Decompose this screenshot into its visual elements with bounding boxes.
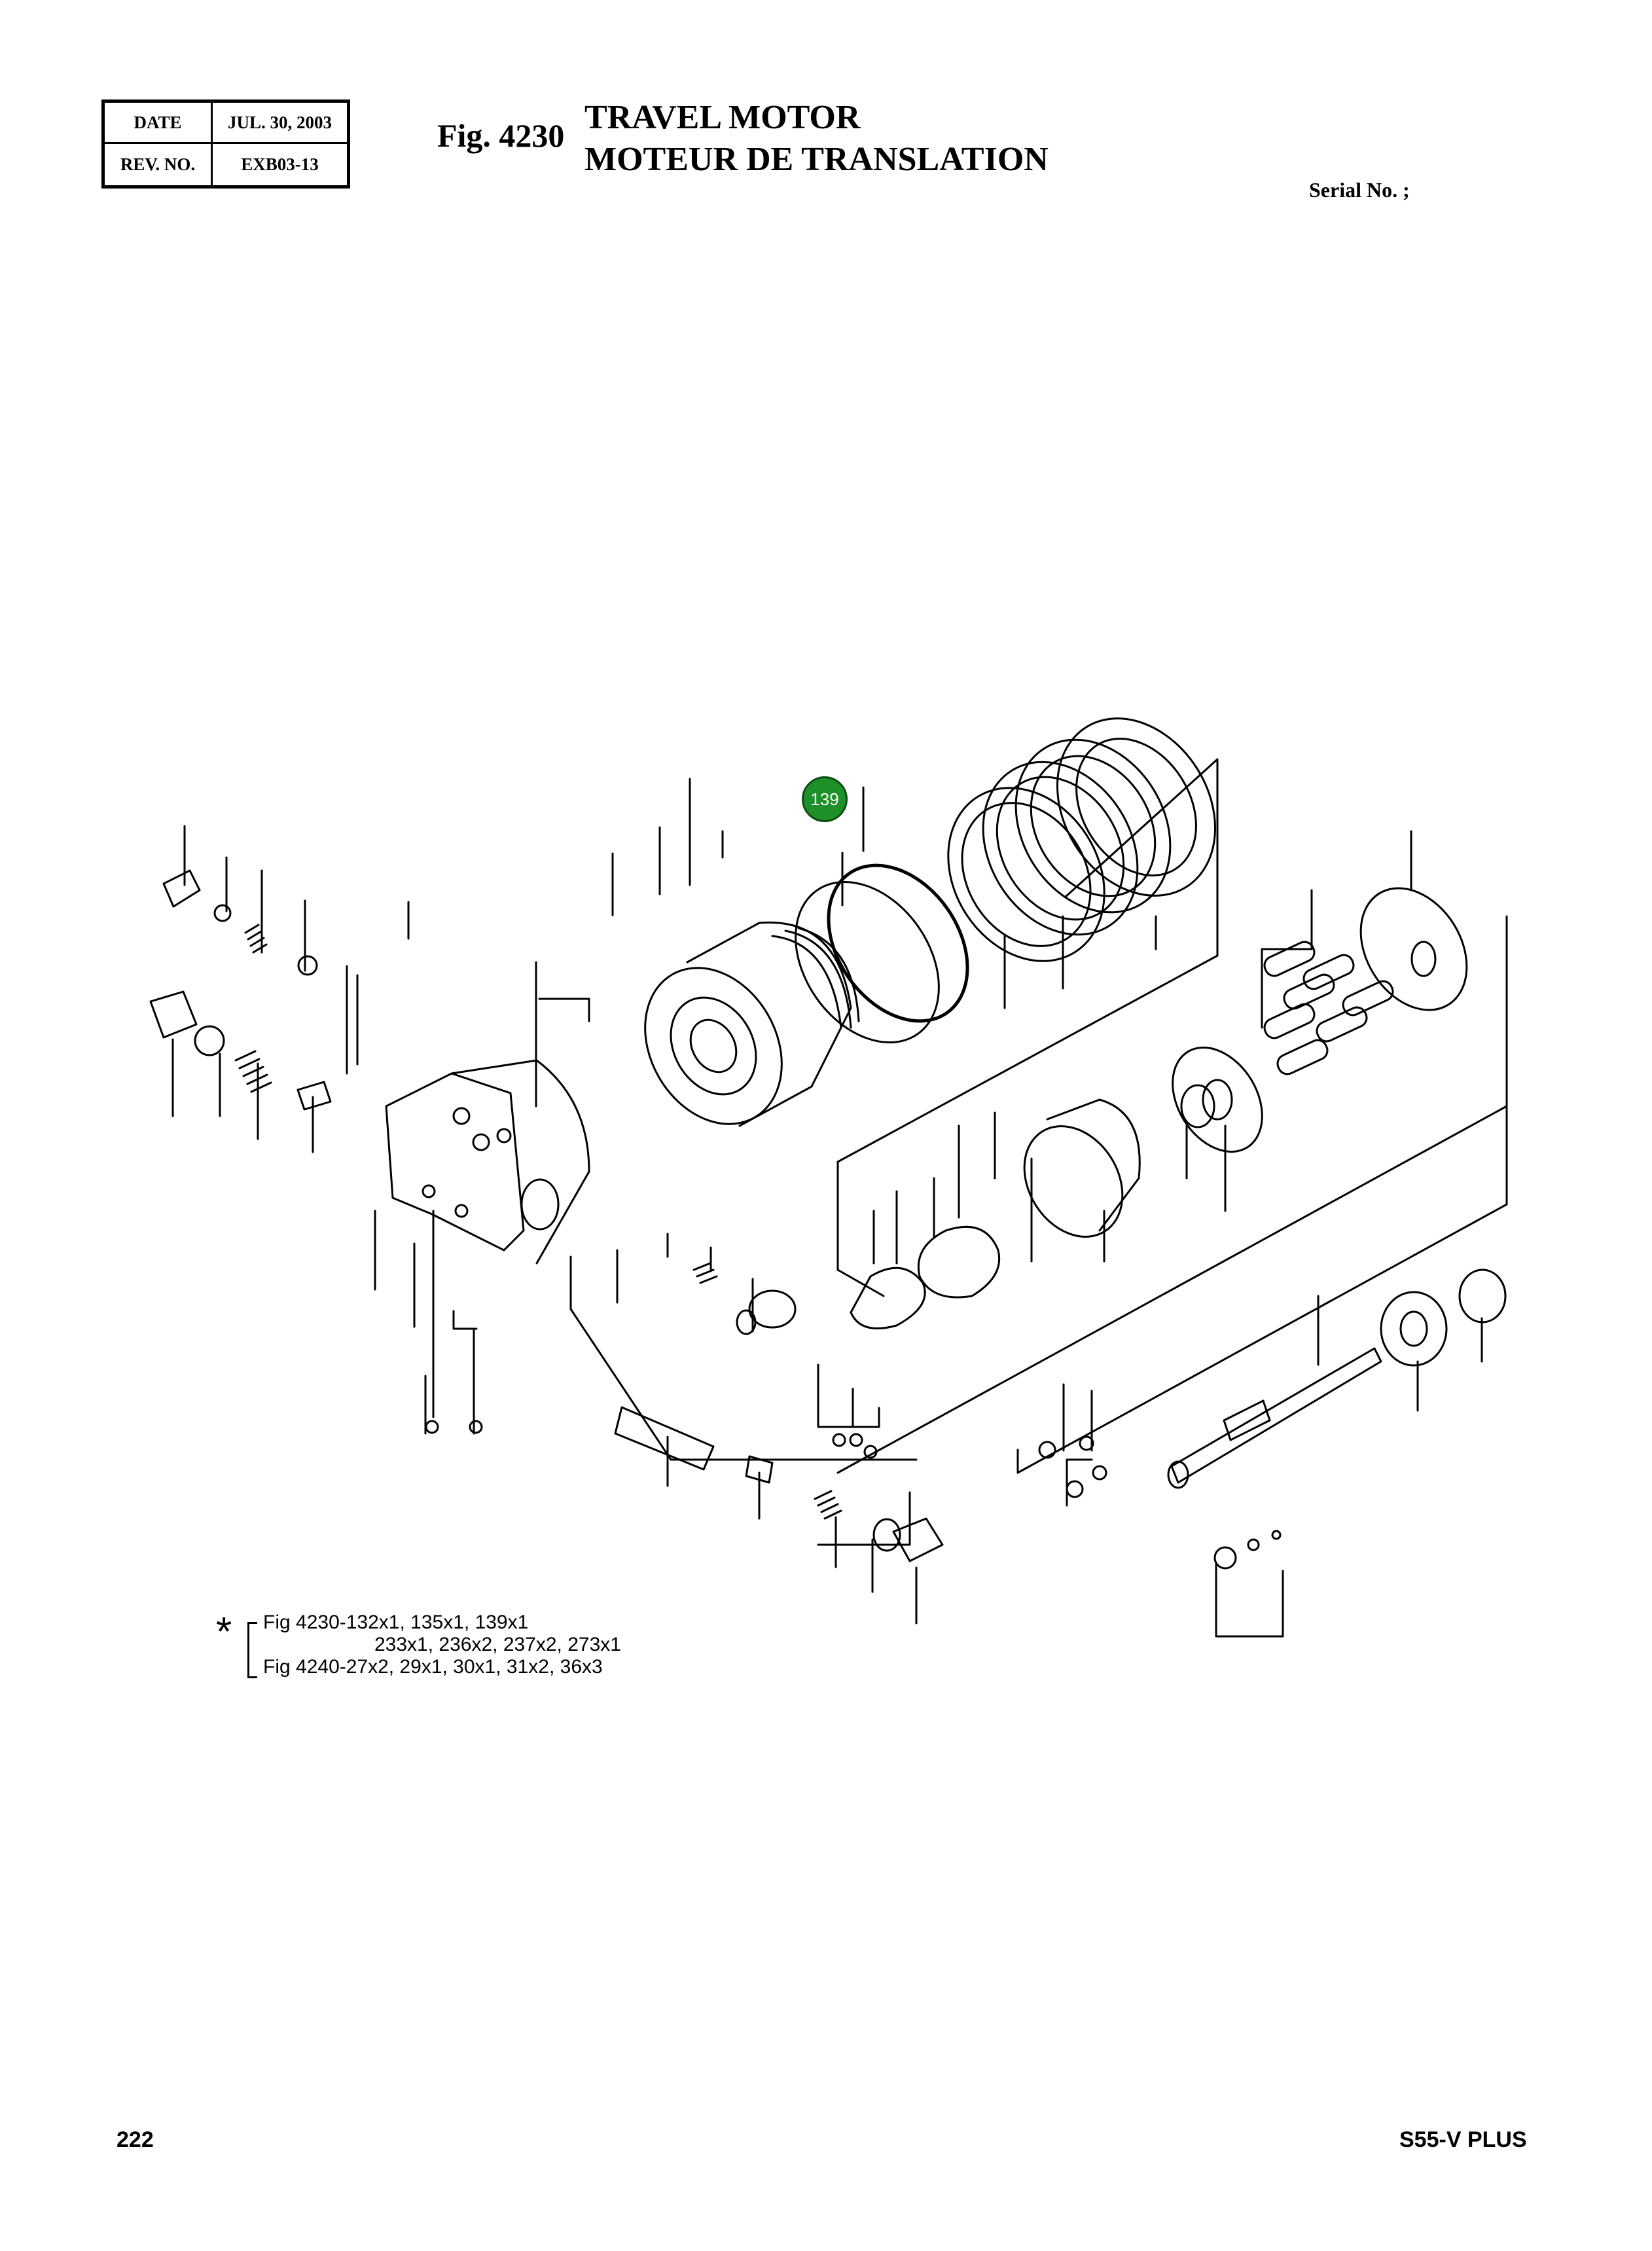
figure-number: Fig. 4230	[437, 117, 565, 154]
title-english: TRAVEL MOTOR	[584, 99, 861, 136]
leader-lines-lower-left	[374, 1210, 918, 1625]
relief-valve-parts	[149, 869, 332, 1111]
leader-lines-top-left	[171, 778, 724, 1153]
revision-table: DATE JUL. 30, 2003 REV. NO. EXB03-13	[101, 99, 350, 189]
date-label: DATE	[105, 103, 213, 144]
motor-flange-hub	[644, 921, 860, 1127]
output-shaft	[1167, 1269, 1507, 1489]
title-french: MOTEUR DE TRANSLATION	[584, 141, 1049, 178]
page-number: 222	[117, 2127, 154, 2152]
small-fasteners	[425, 1420, 1282, 1570]
rev-value: EXB03-13	[241, 154, 319, 174]
note-line-2: 233x1, 236x2, 237x2, 273x1	[374, 1634, 621, 1655]
note-bracket	[247, 1622, 257, 1678]
note-line-1: Fig 4230-132x1, 135x1, 139x1	[263, 1612, 529, 1633]
port-housing-block	[385, 1059, 590, 1265]
piston-set	[1263, 941, 1394, 1075]
seal-ring-139	[795, 863, 969, 1044]
date-value: JUL. 30, 2003	[213, 103, 347, 144]
note-line-3: Fig 4240-27x2, 29x1, 30x1, 31x2, 36x3	[263, 1656, 603, 1678]
machine-model: S55-V PLUS	[1399, 2127, 1527, 2152]
serial-number-label: Serial No. ;	[1309, 178, 1410, 202]
cylinder-block-assembly	[850, 887, 1468, 1329]
leader-lines-middle	[836, 758, 1508, 1638]
rev-label: REV. NO.	[105, 144, 213, 185]
spool-valve-parts	[614, 1262, 944, 1562]
friction-plate-stack	[947, 717, 1217, 962]
note-asterisk: *	[216, 1610, 232, 1655]
part-callout-139[interactable]: 139	[802, 776, 848, 822]
